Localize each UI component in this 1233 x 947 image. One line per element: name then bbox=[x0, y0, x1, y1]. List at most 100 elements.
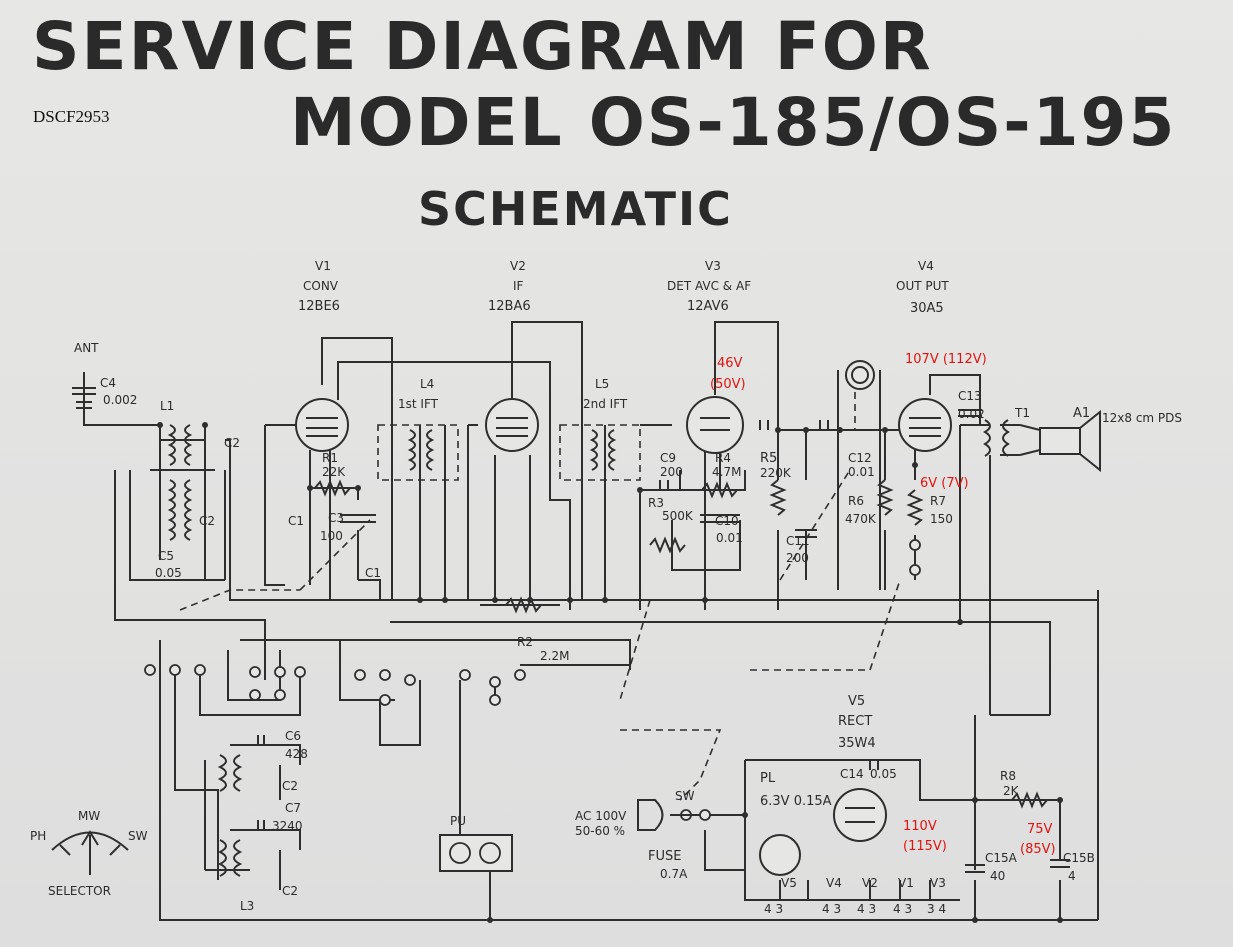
dial-lamp bbox=[845, 360, 875, 390]
svg-text:C2: C2 bbox=[199, 514, 215, 528]
svg-text:200: 200 bbox=[786, 551, 809, 565]
svg-text:PL: PL bbox=[760, 771, 776, 786]
svg-text:12x8 cm PDS: 12x8 cm PDS bbox=[1102, 411, 1182, 425]
coil-osc-1 bbox=[217, 754, 243, 792]
svg-text:2nd IFT: 2nd IFT bbox=[583, 397, 628, 411]
svg-text:AC 100V: AC 100V bbox=[575, 809, 627, 823]
svg-text:4 3: 4 3 bbox=[822, 902, 841, 916]
svg-text:C15A: C15A bbox=[985, 851, 1018, 865]
coil-l1 bbox=[167, 424, 193, 541]
svg-text:FUSE: FUSE bbox=[648, 849, 681, 864]
speaker-a1 bbox=[1039, 409, 1101, 473]
tube-v1 bbox=[295, 398, 349, 452]
image-tag: DSCF2953 bbox=[33, 107, 110, 126]
svg-text:40: 40 bbox=[990, 869, 1005, 883]
svg-text:500K: 500K bbox=[662, 509, 694, 523]
selector-dial[interactable] bbox=[51, 830, 129, 875]
svg-text:470K: 470K bbox=[845, 512, 877, 526]
labels: ANT C4 0.002 L1 C2 C2 C5 0.05 C1 C1 V1 C… bbox=[30, 259, 1182, 916]
svg-text:C5: C5 bbox=[158, 549, 174, 563]
svg-text:0.7A: 0.7A bbox=[660, 867, 688, 881]
svg-text:150: 150 bbox=[930, 512, 953, 526]
pilot-lamp bbox=[759, 834, 801, 876]
resistors bbox=[314, 479, 1048, 809]
svg-text:30A5: 30A5 bbox=[910, 301, 944, 316]
svg-text:SW: SW bbox=[128, 829, 148, 843]
svg-text:12AV6: 12AV6 bbox=[687, 299, 729, 314]
tube-v5 bbox=[833, 788, 887, 842]
ac-plug bbox=[637, 799, 690, 831]
svg-text:C2: C2 bbox=[282, 884, 298, 898]
b-plus-1-voltage: 110V bbox=[903, 819, 937, 834]
svg-text:R6: R6 bbox=[848, 494, 864, 508]
svg-text:50-60 %: 50-60 % bbox=[575, 824, 625, 838]
coil-l4 bbox=[407, 429, 435, 471]
svg-text:R7: R7 bbox=[930, 494, 946, 508]
v4-plate-voltage: 107V (112V) bbox=[905, 352, 987, 367]
b-plus-2-voltage: 75V bbox=[1027, 822, 1053, 837]
junctions bbox=[157, 422, 1063, 923]
svg-text:4: 4 bbox=[1068, 869, 1076, 883]
tube-v2 bbox=[485, 398, 539, 452]
svg-text:V4: V4 bbox=[826, 876, 842, 890]
svg-text:R2: R2 bbox=[517, 635, 533, 649]
svg-text:C9: C9 bbox=[660, 451, 676, 465]
svg-text:CONV: CONV bbox=[303, 279, 339, 293]
svg-text:V1: V1 bbox=[898, 876, 914, 890]
svg-text:T1: T1 bbox=[1014, 406, 1030, 420]
svg-text:R5: R5 bbox=[760, 451, 777, 466]
tube-v3 bbox=[686, 396, 744, 454]
svg-text:12BE6: 12BE6 bbox=[298, 299, 340, 314]
title-line-3: SCHEMATIC bbox=[418, 182, 733, 236]
v3-voltage-alt: (50V) bbox=[710, 377, 746, 392]
svg-text:A1: A1 bbox=[1073, 406, 1090, 421]
svg-text:DET AVC & AF: DET AVC & AF bbox=[667, 279, 751, 293]
svg-text:PU: PU bbox=[450, 814, 466, 828]
svg-text:428: 428 bbox=[285, 747, 308, 761]
v3-voltage: 46V bbox=[717, 356, 743, 371]
svg-text:4.7M: 4.7M bbox=[712, 465, 741, 479]
svg-text:L1: L1 bbox=[160, 399, 174, 413]
svg-text:R4: R4 bbox=[715, 451, 731, 465]
wiring bbox=[72, 321, 1099, 921]
svg-text:6.3V 0.15A: 6.3V 0.15A bbox=[760, 794, 832, 809]
svg-text:V3: V3 bbox=[930, 876, 946, 890]
svg-text:C3: C3 bbox=[328, 511, 344, 525]
svg-text:C4: C4 bbox=[100, 376, 116, 390]
svg-text:12BA6: 12BA6 bbox=[488, 299, 531, 314]
svg-text:R1: R1 bbox=[322, 451, 338, 465]
svg-text:C7: C7 bbox=[285, 801, 301, 815]
svg-text:0.02: 0.02 bbox=[958, 407, 985, 421]
svg-text:SW: SW bbox=[675, 789, 695, 803]
svg-text:V2: V2 bbox=[862, 876, 878, 890]
title-line-1: SERVICE DIAGRAM FOR bbox=[32, 8, 933, 85]
svg-text:SELECTOR: SELECTOR bbox=[48, 884, 111, 898]
svg-text:L4: L4 bbox=[420, 377, 434, 391]
svg-text:L5: L5 bbox=[595, 377, 609, 391]
svg-text:1st IFT: 1st IFT bbox=[398, 397, 439, 411]
svg-text:V5: V5 bbox=[781, 876, 797, 890]
svg-text:R8: R8 bbox=[1000, 769, 1016, 783]
svg-text:V4: V4 bbox=[918, 259, 934, 273]
svg-text:0.01: 0.01 bbox=[848, 465, 875, 479]
svg-text:C11: C11 bbox=[786, 534, 810, 548]
svg-text:0.01: 0.01 bbox=[716, 531, 743, 545]
svg-text:220K: 220K bbox=[760, 466, 792, 480]
dashed-linkages bbox=[179, 380, 901, 801]
output-transformer-t1 bbox=[983, 419, 1010, 457]
svg-text:0.002: 0.002 bbox=[103, 393, 137, 407]
pickup-jack bbox=[439, 834, 513, 872]
svg-text:C1: C1 bbox=[288, 514, 304, 528]
svg-text:V1: V1 bbox=[315, 259, 331, 273]
svg-text:4 3: 4 3 bbox=[764, 902, 783, 916]
svg-text:200: 200 bbox=[660, 465, 683, 479]
switch-terminals bbox=[144, 539, 921, 821]
svg-text:V3: V3 bbox=[705, 259, 721, 273]
svg-text:OUT PUT: OUT PUT bbox=[896, 279, 949, 293]
svg-text:22K: 22K bbox=[322, 465, 346, 479]
svg-text:C10: C10 bbox=[715, 514, 739, 528]
svg-text:2K: 2K bbox=[1003, 784, 1020, 798]
capacitors bbox=[76, 401, 1070, 873]
svg-text:0.05: 0.05 bbox=[155, 566, 182, 580]
